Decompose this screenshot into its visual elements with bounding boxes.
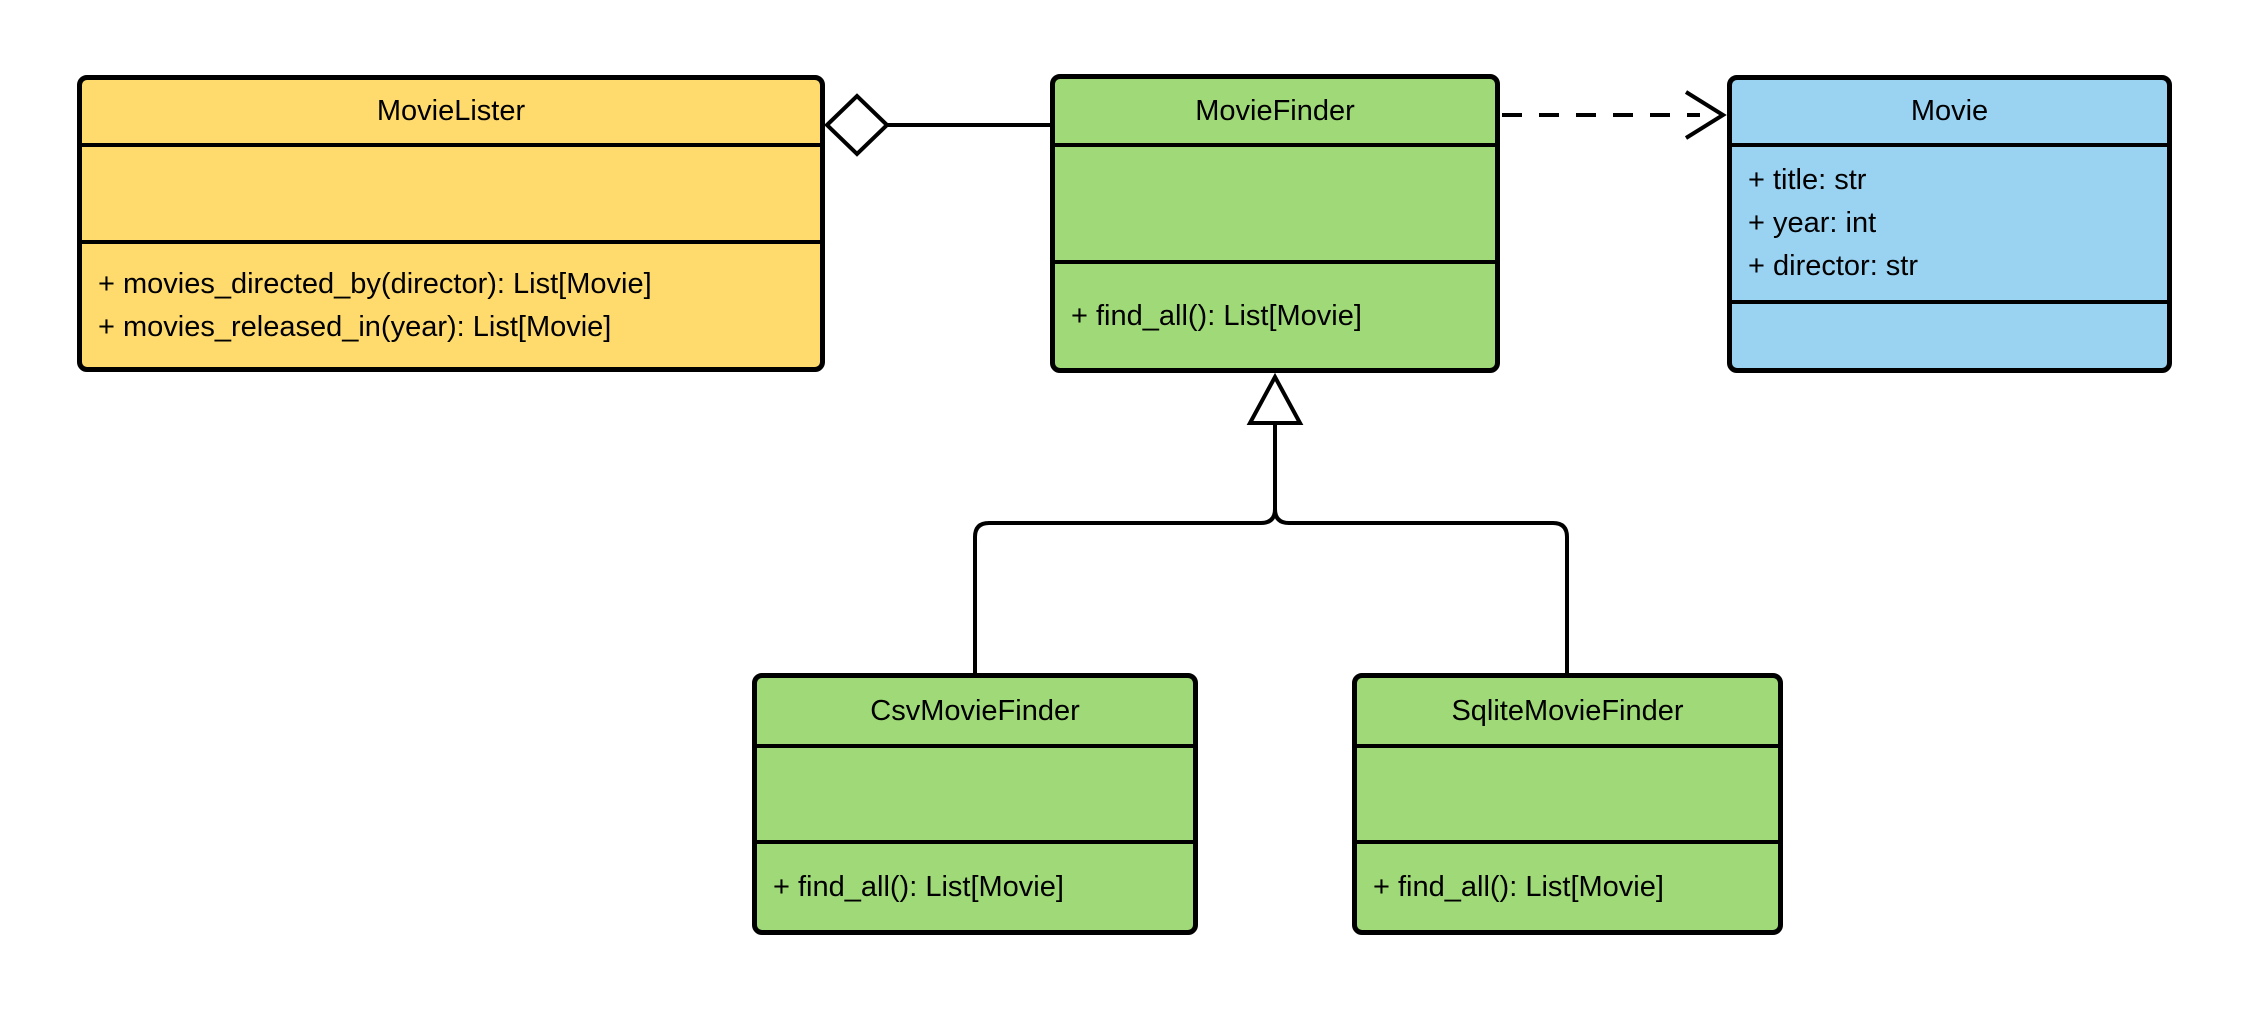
- method-label: + find_all(): List[Movie]: [1071, 299, 1362, 332]
- class-title: MovieLister: [376, 95, 526, 127]
- class-box-movie[interactable]: Movie + title: str + year: int + directo…: [1727, 75, 2172, 373]
- method-label: + movies_released_in(year): List[Movie]: [98, 310, 612, 343]
- inheritance-connector-csvmoviefinder: [973, 421, 1277, 673]
- methods-compartment: [1732, 300, 2167, 368]
- class-box-sqlitemoviefinder[interactable]: SqliteMovieFinder + find_all(): List[Mov…: [1352, 673, 1783, 935]
- dependency-arrowhead-icon: [1684, 90, 1727, 140]
- attributes-compartment: [82, 143, 820, 240]
- methods-compartment: + find_all(): List[Movie]: [1055, 260, 1495, 368]
- inheritance-edges: [973, 372, 1569, 673]
- attributes-compartment: [1055, 143, 1495, 260]
- class-box-moviefinder[interactable]: MovieFinder + find_all(): List[Movie]: [1050, 74, 1500, 373]
- attributes-compartment: + title: str + year: int + director: str: [1732, 143, 2167, 300]
- aggregation-edge: [824, 93, 1052, 157]
- method-label: + movies_directed_by(director): List[Mov…: [98, 267, 652, 300]
- method-label: + find_all(): List[Movie]: [1373, 870, 1664, 903]
- class-title: MovieFinder: [1195, 94, 1355, 127]
- attributes-compartment: [757, 744, 1193, 840]
- attribute-label: + title: str: [1748, 164, 1867, 196]
- class-box-csvmoviefinder[interactable]: CsvMovieFinder + find_all(): List[Movie]: [752, 673, 1198, 935]
- attribute-label: + director: str: [1748, 250, 1919, 282]
- inheritance-triangle-icon: [1246, 372, 1304, 425]
- inheritance-connector-sqlitemoviefinder: [1273, 421, 1569, 673]
- attribute-label: + year: int: [1748, 207, 1877, 239]
- class-title: SqliteMovieFinder: [1451, 694, 1684, 727]
- method-label: + find_all(): List[Movie]: [773, 870, 1064, 903]
- class-title: Movie: [1910, 95, 1989, 127]
- class-title: CsvMovieFinder: [870, 694, 1080, 727]
- aggregation-diamond-icon: [824, 93, 890, 157]
- class-box-movielister[interactable]: MovieLister + movies_directed_by(directo…: [77, 75, 825, 372]
- methods-compartment: + movies_directed_by(director): List[Mov…: [82, 240, 820, 367]
- methods-compartment: + find_all(): List[Movie]: [757, 840, 1193, 930]
- methods-compartment: + find_all(): List[Movie]: [1357, 840, 1778, 930]
- attributes-compartment: [1357, 744, 1778, 840]
- dependency-edge: [1502, 90, 1727, 140]
